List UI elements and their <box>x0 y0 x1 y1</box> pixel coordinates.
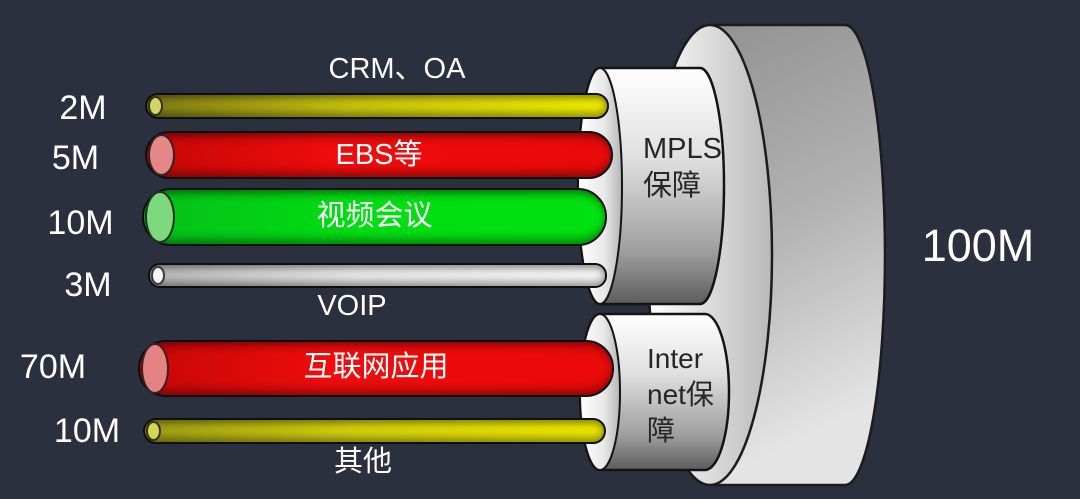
bandwidth-label-others: 10M <box>53 412 121 450</box>
service-label-voip: VOIP <box>317 290 387 322</box>
pipe-crm-oa <box>145 93 609 119</box>
mpls-channel-label-line1: MPLS <box>643 133 722 165</box>
bandwidth-label-video: 10M <box>47 204 114 242</box>
pipe-label-video-conference: 视频会议 <box>316 200 433 232</box>
bandwidth-label-ebs: 5M <box>51 139 100 177</box>
pipe-cap-ebs <box>148 134 175 176</box>
service-label-others: 其他 <box>333 446 392 478</box>
internet-channel-label: Inter net保 障 <box>647 341 714 449</box>
pipe-cap-internet-apps <box>141 343 169 394</box>
bandwidth-label-internet: 70M <box>19 348 87 386</box>
mpls-cylinder-cap <box>577 67 623 305</box>
pipe-video-conference: 视频会议 <box>142 188 607 246</box>
pipe-internet-apps: 互联网应用 <box>138 340 614 397</box>
internet-channel-label-line2: net保 <box>647 379 714 410</box>
pipe-cap-crm-oa <box>148 96 163 116</box>
pipe-others <box>143 418 606 444</box>
total-bandwidth-label: 100M <box>921 220 1035 271</box>
mpls-channel-label-line2: 保障 <box>643 170 702 202</box>
pipe-ebs: EBS等 <box>145 131 613 179</box>
pipe-cap-others <box>146 421 161 441</box>
mpls-channel-label: MPLS 保障 <box>643 131 722 205</box>
pipe-label-internet-apps: 互联网应用 <box>303 351 449 383</box>
pipe-voip <box>148 263 607 288</box>
internet-channel-label-line1: Inter <box>647 343 704 374</box>
pipe-cap-video-conference <box>145 191 175 243</box>
pipe-label-ebs: EBS等 <box>335 139 423 171</box>
pipe-cap-voip <box>151 266 165 285</box>
service-label-crm-oa: CRM、OA <box>328 53 466 85</box>
bandwidth-label-voip: 3M <box>64 266 112 304</box>
bandwidth-label-crm-oa: 2M <box>59 89 107 127</box>
internet-channel-label-line3: 障 <box>647 415 676 446</box>
